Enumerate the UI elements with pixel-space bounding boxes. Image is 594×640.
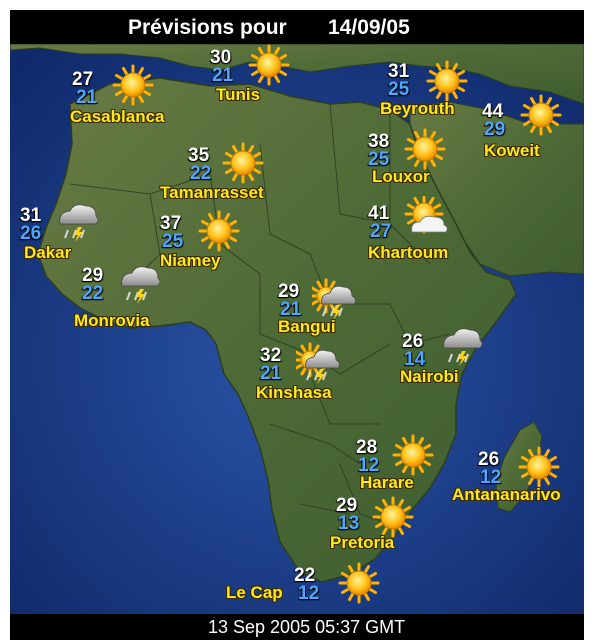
europe-landmass	[10, 44, 584, 105]
city-name: Louxor	[372, 167, 430, 186]
thunderstorm-icon	[116, 260, 162, 306]
high-temperature: 44	[482, 101, 504, 122]
low-temperature: 21	[76, 87, 98, 108]
city-name: Tunis	[216, 85, 261, 104]
sun-storm-icon	[292, 340, 342, 386]
sun-icon	[424, 58, 470, 104]
low-temperature: 21	[280, 299, 302, 320]
sun-icon	[518, 92, 564, 138]
city-name: Casablanca	[70, 107, 165, 126]
high-temperature: 31	[388, 61, 410, 82]
low-temperature: 12	[298, 583, 320, 604]
high-temperature: 29	[278, 281, 300, 302]
forecast-title: Prévisions pour	[128, 16, 287, 39]
high-temperature: 38	[368, 131, 390, 152]
city-name: Koweit	[484, 141, 540, 160]
high-temperature: 37	[160, 213, 182, 234]
high-temperature: 26	[402, 331, 424, 352]
high-temperature: 30	[210, 47, 232, 68]
city-name: Harare	[360, 473, 414, 492]
sun-icon	[390, 432, 436, 478]
city-name: Kinshasa	[256, 383, 332, 402]
city-name: Khartoum	[368, 243, 449, 262]
low-temperature: 21	[212, 65, 234, 86]
city-name: Dakar	[24, 243, 72, 262]
city-name: Niamey	[160, 251, 221, 270]
low-temperature: 25	[388, 79, 410, 100]
city-name: Antananarivo	[452, 485, 561, 504]
high-temperature: 26	[478, 449, 500, 470]
high-temperature: 29	[336, 495, 358, 516]
low-temperature: 12	[358, 455, 380, 476]
high-temperature: 41	[368, 203, 390, 224]
forecast-panel: Prévisions pour 14/09/05	[10, 10, 584, 640]
low-temperature: 22	[82, 283, 104, 304]
partly-cloudy-icon	[404, 194, 450, 242]
city-name: Nairobi	[400, 367, 459, 386]
sun-icon	[246, 42, 292, 88]
city-name: Tamanrasset	[160, 183, 264, 202]
sun-icon	[402, 126, 448, 172]
forecast-date: 14/09/05	[328, 16, 410, 39]
low-temperature: 13	[338, 513, 360, 534]
low-temperature: 27	[370, 221, 392, 242]
update-timestamp: 13 Sep 2005 05:37 GMT	[208, 617, 406, 637]
high-temperature: 35	[188, 145, 210, 166]
header-bar: Prévisions pour 14/09/05	[10, 10, 584, 44]
low-temperature: 29	[484, 119, 506, 140]
sun-icon	[220, 140, 266, 186]
low-temperature: 14	[404, 349, 426, 370]
high-temperature: 28	[356, 437, 378, 458]
sun-icon	[110, 62, 156, 108]
city-name: Beyrouth	[380, 99, 455, 118]
low-temperature: 22	[190, 163, 212, 184]
low-temperature: 25	[368, 149, 390, 170]
high-temperature: 31	[20, 205, 42, 226]
low-temperature: 25	[162, 231, 184, 252]
sun-icon	[370, 494, 416, 540]
sun-icon	[516, 444, 562, 490]
high-temperature: 27	[72, 69, 94, 90]
low-temperature: 26	[20, 223, 42, 244]
sun-icon	[196, 208, 242, 254]
low-temperature: 12	[480, 467, 502, 488]
city-name: Le Cap	[226, 583, 283, 602]
city-name: Bangui	[278, 317, 336, 336]
high-temperature: 29	[82, 265, 104, 286]
sun-icon	[336, 560, 382, 606]
footer-bar: 13 Sep 2005 05:37 GMT	[10, 614, 584, 640]
city-name: Pretoria	[330, 533, 395, 552]
high-temperature: 22	[294, 565, 316, 586]
high-temperature: 32	[260, 345, 282, 366]
low-temperature: 21	[260, 363, 282, 384]
city-name: Monrovia	[74, 311, 150, 330]
thunderstorm-icon	[54, 198, 100, 244]
sun-storm-icon	[308, 276, 358, 322]
thunderstorm-icon	[438, 322, 484, 368]
